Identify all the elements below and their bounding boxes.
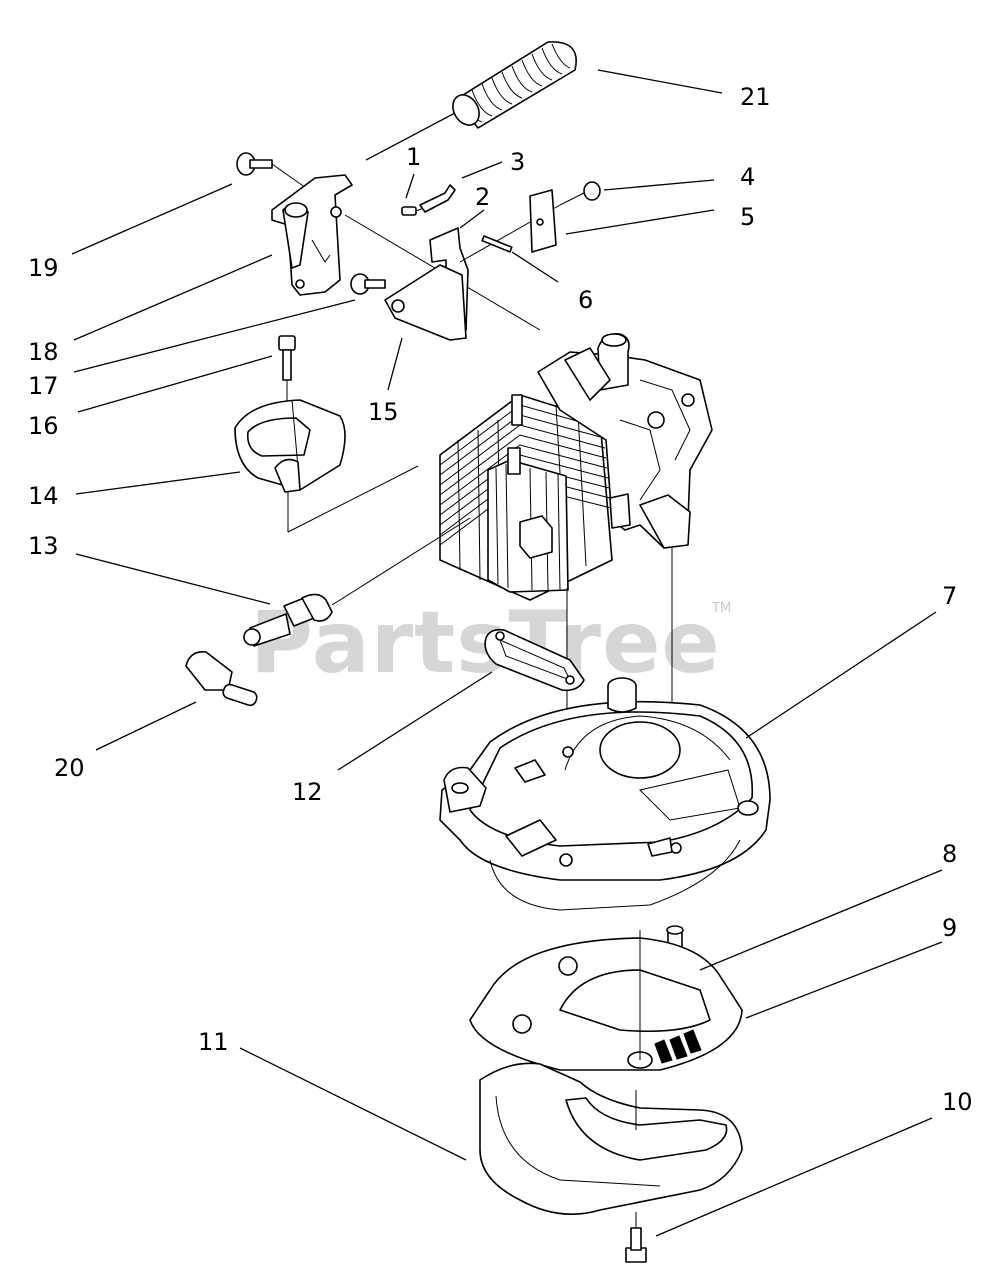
callout-15: 15 xyxy=(368,398,399,426)
callout-9: 9 xyxy=(942,914,957,942)
watermark-trademark: TM xyxy=(711,601,731,616)
callout-12: 12 xyxy=(292,778,323,806)
callout-3: 3 xyxy=(510,148,525,176)
callout-8: 8 xyxy=(942,840,957,868)
callout-5: 5 xyxy=(740,203,755,231)
callout-11: 11 xyxy=(198,1028,229,1056)
callout-13: 13 xyxy=(28,532,59,560)
part-12-gasket xyxy=(484,628,585,692)
callout-labels: 21 1 3 2 4 5 6 19 18 17 16 15 14 13 20 1… xyxy=(28,83,973,1116)
callout-18: 18 xyxy=(28,338,59,366)
part-10-screw xyxy=(625,1212,647,1263)
part-13-spark-plug xyxy=(243,517,471,647)
part-7-housing xyxy=(439,677,771,911)
part-11-cover xyxy=(479,1062,743,1215)
part-20-spark-boot xyxy=(185,650,258,707)
part-4-screw xyxy=(459,181,601,263)
callout-6: 6 xyxy=(578,286,593,314)
part-14-ignition-coil xyxy=(234,399,419,533)
callout-20: 20 xyxy=(54,754,85,782)
leader-lines xyxy=(71,69,943,1237)
engine-crankcase xyxy=(537,332,713,848)
callout-7: 7 xyxy=(942,582,957,610)
callout-17: 17 xyxy=(28,372,59,400)
callout-10: 10 xyxy=(942,1088,973,1116)
part-15-plate xyxy=(384,264,467,341)
callout-19: 19 xyxy=(28,254,59,282)
callout-2: 2 xyxy=(475,183,490,211)
callout-4: 4 xyxy=(740,163,755,191)
callout-14: 14 xyxy=(28,482,59,510)
part-21-spring xyxy=(452,41,577,129)
engine-cylinder xyxy=(439,394,613,860)
callout-1: 1 xyxy=(406,143,421,171)
part-9-gasket xyxy=(469,930,743,1071)
part-18-bracket xyxy=(271,174,541,331)
part-3-clip xyxy=(419,184,456,213)
part-6-pin xyxy=(481,235,513,253)
callout-21: 21 xyxy=(740,83,771,111)
callout-16: 16 xyxy=(28,412,59,440)
part-17-screw xyxy=(350,273,386,295)
part-5-plate xyxy=(529,189,557,253)
